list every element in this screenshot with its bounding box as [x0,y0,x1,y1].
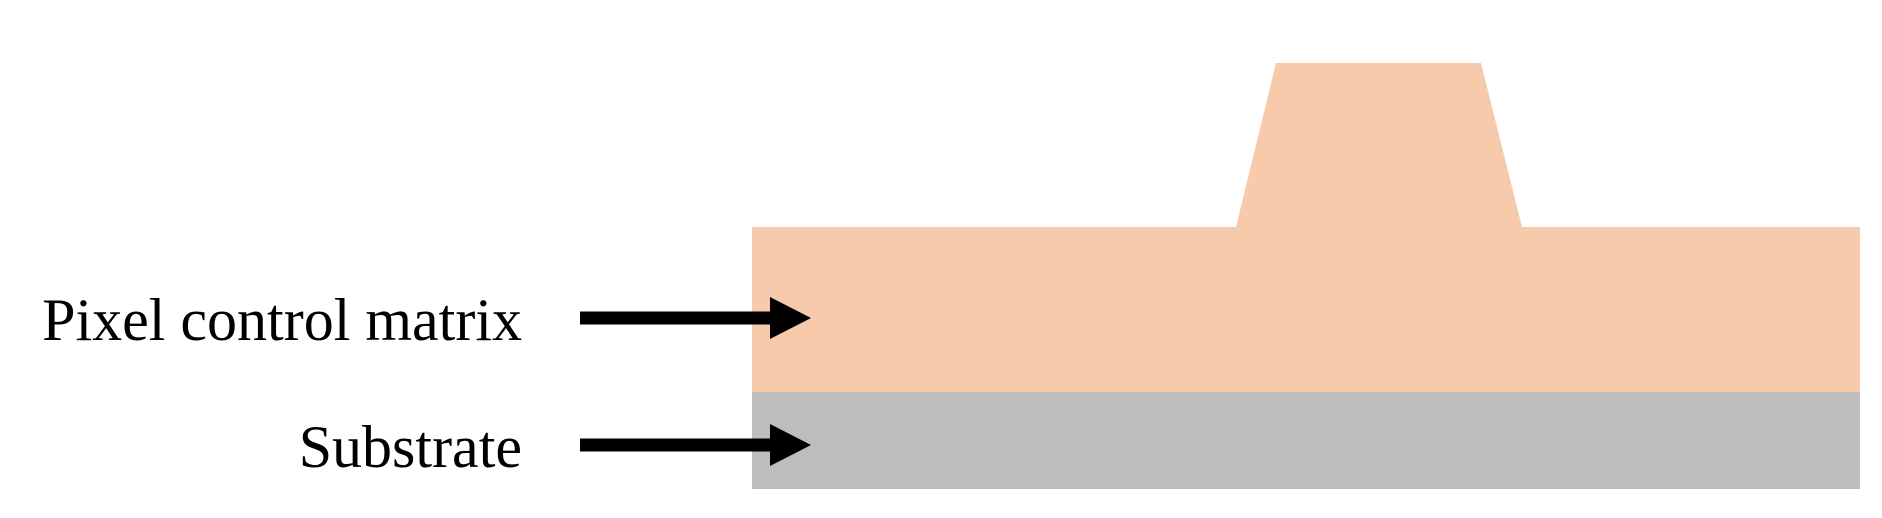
substrate-label: Substrate [299,414,522,480]
pixel-control-matrix-label: Pixel control matrix [42,287,522,353]
pixel-control-matrix-arrow [580,297,811,339]
pixel-control-matrix-layer [752,63,1860,392]
substrate-layer [752,392,1860,489]
substrate-arrow [580,424,811,466]
